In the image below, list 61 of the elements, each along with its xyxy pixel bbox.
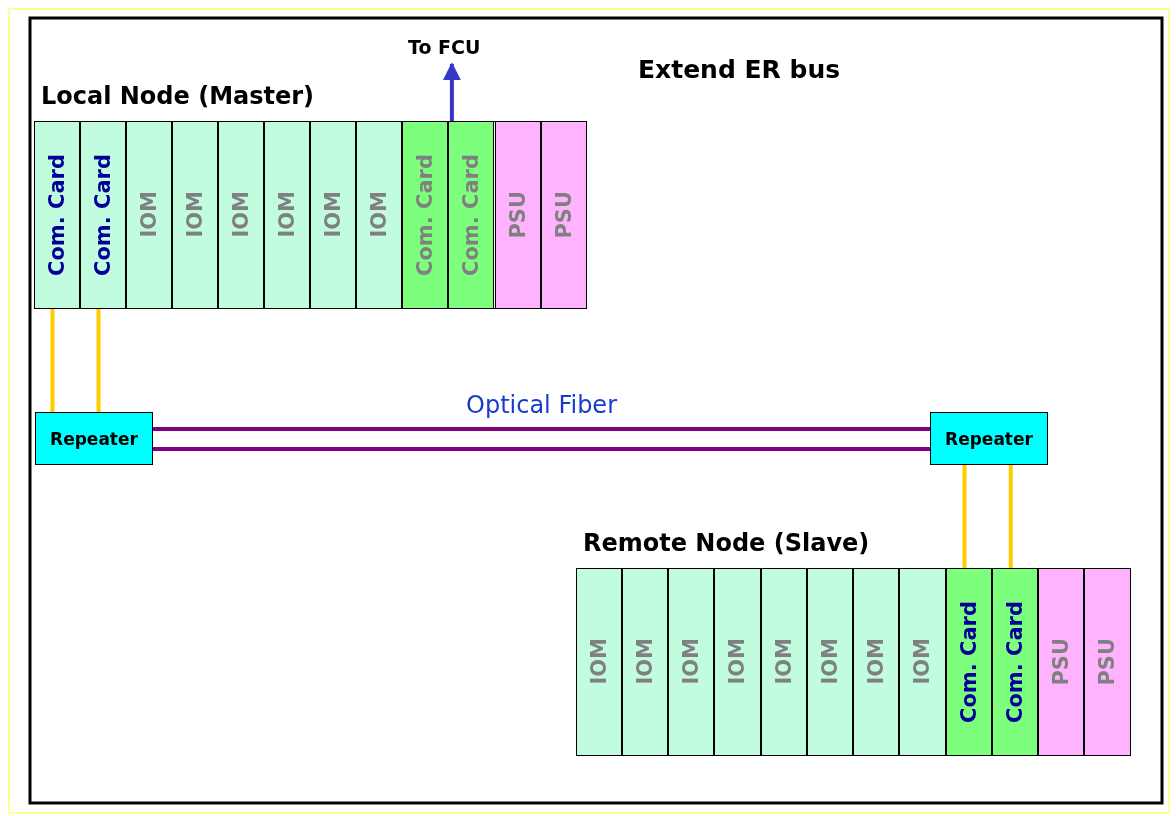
module-slot — [668, 567, 715, 756]
module-slot — [494, 120, 541, 309]
module-label: Com. Card — [459, 153, 484, 276]
module-slot — [991, 567, 1038, 756]
module-label: Com. Card — [90, 153, 115, 276]
module-slot — [402, 120, 449, 309]
module-slot — [945, 567, 992, 756]
module-label: IOM — [228, 191, 253, 238]
module-label: IOM — [864, 638, 889, 685]
rack-heading: Local Node (Master) — [41, 82, 315, 110]
module-slot — [125, 120, 172, 309]
destination-label: To FCU — [408, 36, 492, 64]
module-label: PSU — [505, 190, 530, 239]
connector-line — [96, 309, 101, 412]
module-slot — [264, 120, 311, 309]
module-label: Com. Card — [956, 600, 981, 723]
rack-heading: Remote Node (Slave) — [583, 529, 870, 557]
module-slot — [1038, 567, 1085, 756]
module-label: Com. Card — [44, 153, 69, 276]
module-label: Com. Card — [413, 153, 438, 276]
repeater-box: Repeater — [35, 412, 153, 465]
module-slot — [171, 120, 218, 309]
module-slot — [356, 120, 403, 309]
module-label: PSU — [1049, 637, 1074, 686]
module-label: IOM — [725, 638, 750, 685]
diagram-title: Extend ER bus — [638, 55, 841, 84]
module-slot — [714, 567, 761, 756]
repeater-box: Repeater — [930, 412, 1048, 465]
module-label: IOM — [632, 638, 657, 685]
module-slot — [217, 120, 264, 309]
module-label: PSU — [551, 190, 576, 239]
module-label: IOM — [586, 638, 611, 685]
connector-line — [50, 309, 55, 412]
connector-line — [1008, 465, 1013, 568]
module-slot — [853, 567, 900, 756]
connector-line — [153, 447, 930, 451]
module-label: Com. Card — [1002, 600, 1027, 723]
module-label: IOM — [275, 191, 300, 238]
connector-line — [962, 465, 967, 568]
module-slot — [310, 120, 357, 309]
module-label: IOM — [321, 191, 346, 238]
module-slot — [621, 567, 668, 756]
module-label: PSU — [1095, 637, 1120, 686]
module-slot — [540, 120, 587, 309]
module-slot — [79, 120, 126, 309]
module-label: IOM — [771, 638, 796, 685]
arrow — [442, 62, 461, 121]
module-slot — [806, 567, 853, 756]
module-slot — [899, 567, 946, 756]
module-slot — [1084, 567, 1131, 756]
connector-line — [153, 427, 930, 431]
module-slot — [33, 120, 80, 309]
module-label: IOM — [182, 191, 207, 238]
module-label: IOM — [367, 191, 392, 238]
module-label: IOM — [910, 638, 935, 685]
module-slot — [448, 120, 495, 309]
module-label: IOM — [136, 191, 161, 238]
module-label: IOM — [679, 638, 704, 685]
module-slot — [760, 567, 807, 756]
module-slot — [575, 567, 622, 756]
module-label: IOM — [817, 638, 842, 685]
